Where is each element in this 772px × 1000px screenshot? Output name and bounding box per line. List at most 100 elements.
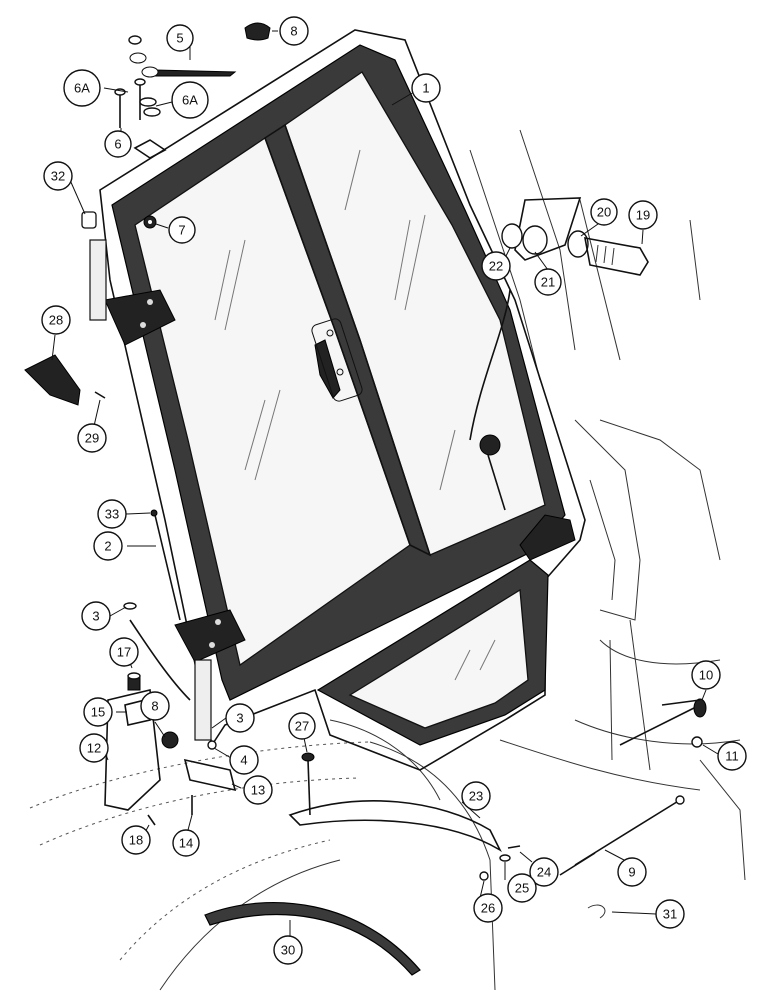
callout-number: 18 (129, 833, 143, 848)
callout-number: 8 (151, 699, 158, 714)
callout-circle (691, 660, 721, 690)
callout-circle (166, 24, 194, 52)
latch-bracket (519, 514, 576, 561)
callout-circle (461, 781, 491, 811)
callout-30: 30 (273, 935, 303, 965)
callout-number: 33 (105, 507, 119, 522)
callout-28: 28 (41, 305, 71, 335)
callout-circle (109, 637, 139, 667)
callout-circle (104, 130, 132, 158)
callout-19: 19 (628, 200, 658, 230)
lower-hinge (174, 609, 246, 741)
callout-10: 10 (691, 660, 721, 690)
callout-circle (225, 703, 255, 733)
callout-number: 25 (515, 881, 529, 896)
callout-circle (279, 16, 309, 46)
callout-circle (473, 893, 503, 923)
callout-number: 3 (92, 609, 99, 624)
callout-5: 5 (166, 24, 194, 52)
callout-number: 31 (663, 907, 677, 922)
callout-circle (97, 499, 127, 529)
callout-circle (172, 829, 200, 857)
callout-circle (507, 873, 537, 903)
callout-9: 9 (617, 857, 647, 887)
callout-6a-right: 6A (171, 81, 209, 119)
callout-circle (41, 305, 71, 335)
callout-labels: 12334566A6A78891011121314151718192021222… (41, 16, 747, 965)
callout-number: 11 (725, 749, 739, 764)
callout-number: 26 (481, 901, 495, 916)
callout-11: 11 (717, 741, 747, 771)
callout-13: 13 (243, 775, 273, 805)
callout-8b: 8 (140, 691, 170, 721)
lower-left-hardware (104, 602, 237, 826)
callout-26: 26 (473, 893, 503, 923)
callout-number: 29 (85, 431, 99, 446)
callout-25: 25 (507, 873, 537, 903)
callout-27: 27 (288, 712, 316, 740)
door-assembly (89, 29, 586, 771)
callout-circle (481, 251, 511, 281)
callout-circle (83, 697, 113, 727)
callout-circle (655, 899, 685, 929)
callout-number: 6A (182, 93, 198, 108)
callout-number: 21 (541, 275, 555, 290)
callout-circle (534, 268, 562, 296)
callout-number: 22 (489, 259, 503, 274)
callout-number: 4 (240, 753, 247, 768)
callout-circle (168, 216, 196, 244)
callout-number: 27 (295, 719, 309, 734)
upper-hinge (89, 239, 176, 346)
rubber-strip (204, 901, 421, 976)
callout-circle (121, 825, 151, 855)
callout-number: 9 (628, 865, 635, 880)
callout-circle (717, 741, 747, 771)
callout-number: 8 (290, 24, 297, 39)
callout-18: 18 (121, 825, 151, 855)
callout-17: 17 (109, 637, 139, 667)
callout-number: 32 (51, 169, 65, 184)
callout-circle (628, 200, 658, 230)
callout-number: 13 (251, 783, 265, 798)
callout-number: 28 (49, 313, 63, 328)
callout-circle (617, 857, 647, 887)
callout-7: 7 (168, 216, 196, 244)
callout-number: 15 (91, 705, 105, 720)
callout-4: 4 (229, 745, 259, 775)
plug-8-top (244, 22, 271, 41)
callout-number: 6 (114, 137, 121, 152)
callout-number: 3 (236, 711, 243, 726)
callout-23: 23 (461, 781, 491, 811)
callout-circle (288, 712, 316, 740)
callout-12: 12 (79, 733, 109, 763)
callout-3b: 3 (225, 703, 255, 733)
gas-strut (559, 698, 707, 919)
callout-circle (81, 601, 111, 631)
callout-circle (171, 81, 209, 119)
striker-hardware (501, 197, 649, 276)
callout-number: 5 (176, 31, 183, 46)
callout-number: 1 (422, 81, 429, 96)
callout-number: 6A (74, 81, 90, 96)
lower-window-glass (348, 588, 529, 729)
callout-1: 1 (411, 73, 441, 103)
callout-20: 20 (590, 198, 618, 226)
callout-2: 2 (93, 531, 123, 561)
callout-number: 17 (117, 645, 131, 660)
callout-6: 6 (104, 130, 132, 158)
callout-number: 7 (178, 223, 185, 238)
callout-circle (590, 198, 618, 226)
callout-6a-left: 6A (63, 69, 101, 107)
callout-14: 14 (172, 829, 200, 857)
callout-circle (229, 745, 259, 775)
callout-circle (63, 69, 101, 107)
callout-29: 29 (77, 423, 107, 453)
callout-24: 24 (529, 857, 559, 887)
callout-circle (411, 73, 441, 103)
callout-21: 21 (534, 268, 562, 296)
callout-circle (79, 733, 109, 763)
callout-33: 33 (97, 499, 127, 529)
callout-15: 15 (83, 697, 113, 727)
callout-number: 20 (597, 205, 611, 220)
callout-number: 30 (281, 943, 295, 958)
